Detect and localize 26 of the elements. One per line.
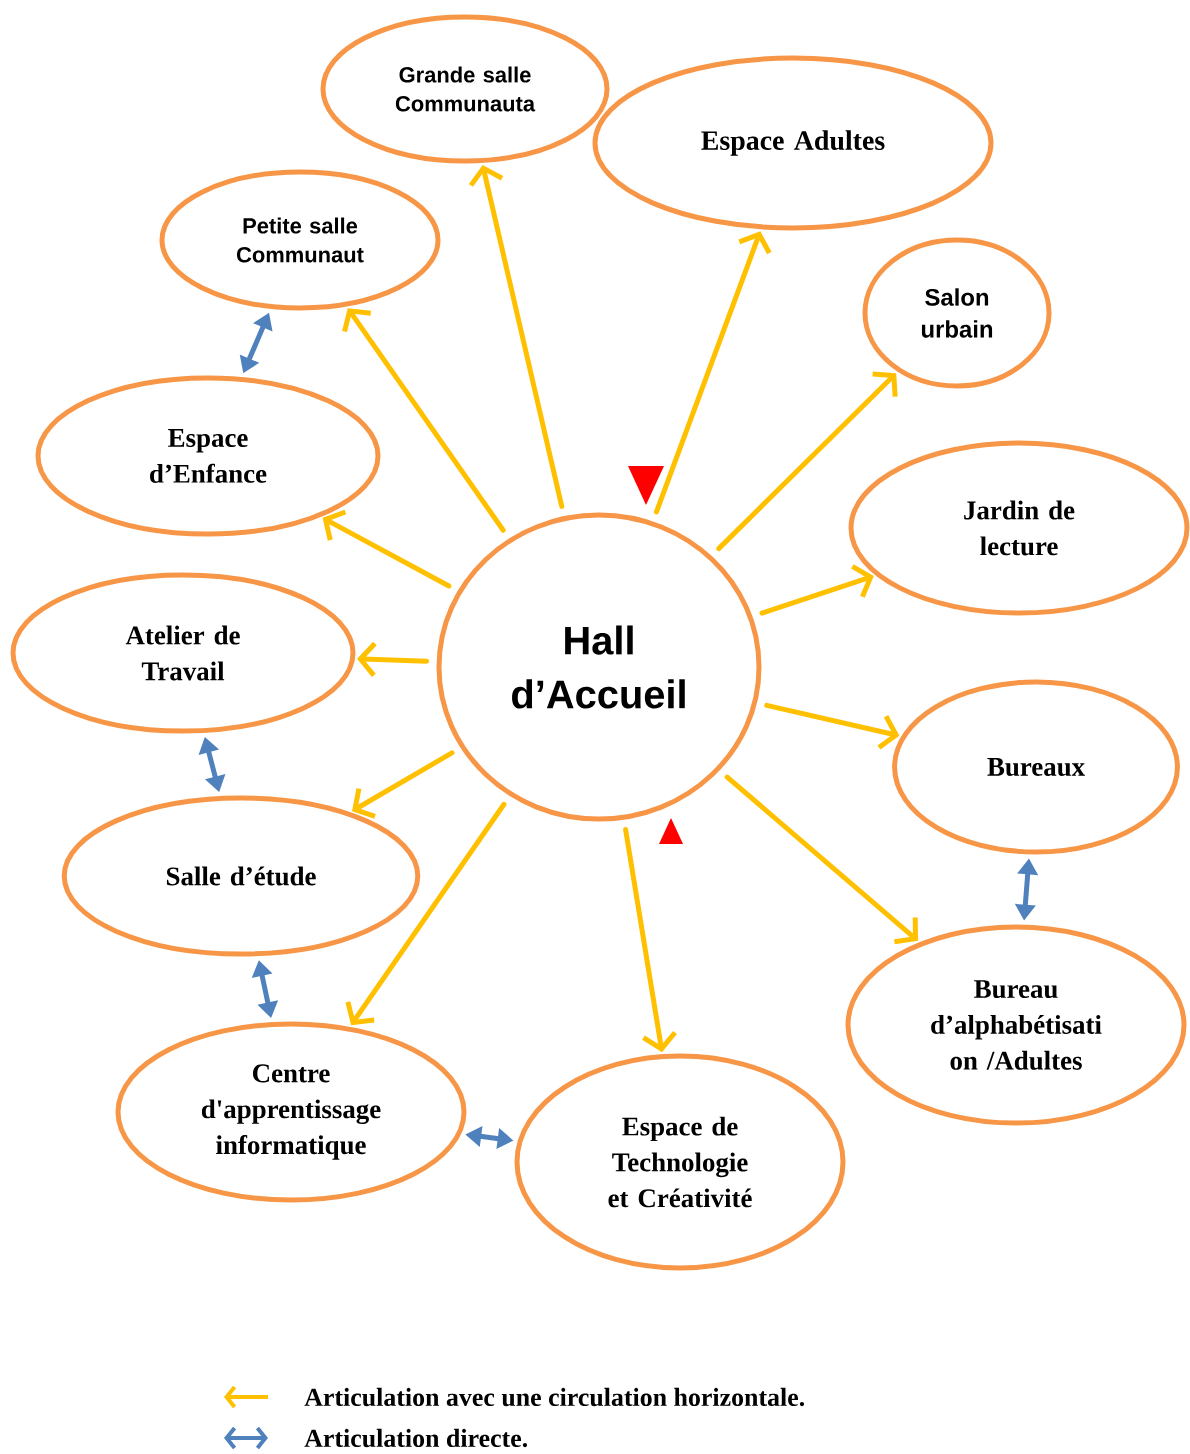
ellipse-node: Salle d’étude [61,795,421,957]
arrow [724,774,918,945]
ellipse-node: Centre d'apprentissage informatique [115,1021,467,1203]
arrow [764,702,900,750]
ellipse-node: Petite salle Communaut [159,169,441,311]
arrow [352,750,455,819]
ellipse-node: Espace de Technologie et Créativité [514,1053,846,1271]
ellipse-node: Bureaux [892,679,1180,855]
ellipse-node: Jardin de lecture [848,440,1190,616]
ellipse-node: Bureau d’alphabétisati on /Adultes [845,924,1187,1126]
arrow [623,827,677,1053]
arrow [342,308,506,533]
arrow [468,164,565,509]
ellipse-node: Atelier de Travail [10,572,356,734]
arrow [322,509,452,589]
ellipse-node: Espace d’Enfance [35,375,381,537]
legend-text: Articulation directe. [304,1428,528,1448]
ellipse-node: Espace Adultes [592,55,994,231]
ellipse-node: Salon urbain [862,237,1052,389]
ellipse-node: Grande salle Communauta [320,14,610,164]
arrow [653,231,772,515]
legend-text: Articulation avec une circulation horizontale. [304,1387,805,1407]
arrow [716,371,898,552]
arrow [759,564,874,616]
ellipse-node: Hall d’Accueil [436,512,762,822]
arrow [345,801,507,1026]
